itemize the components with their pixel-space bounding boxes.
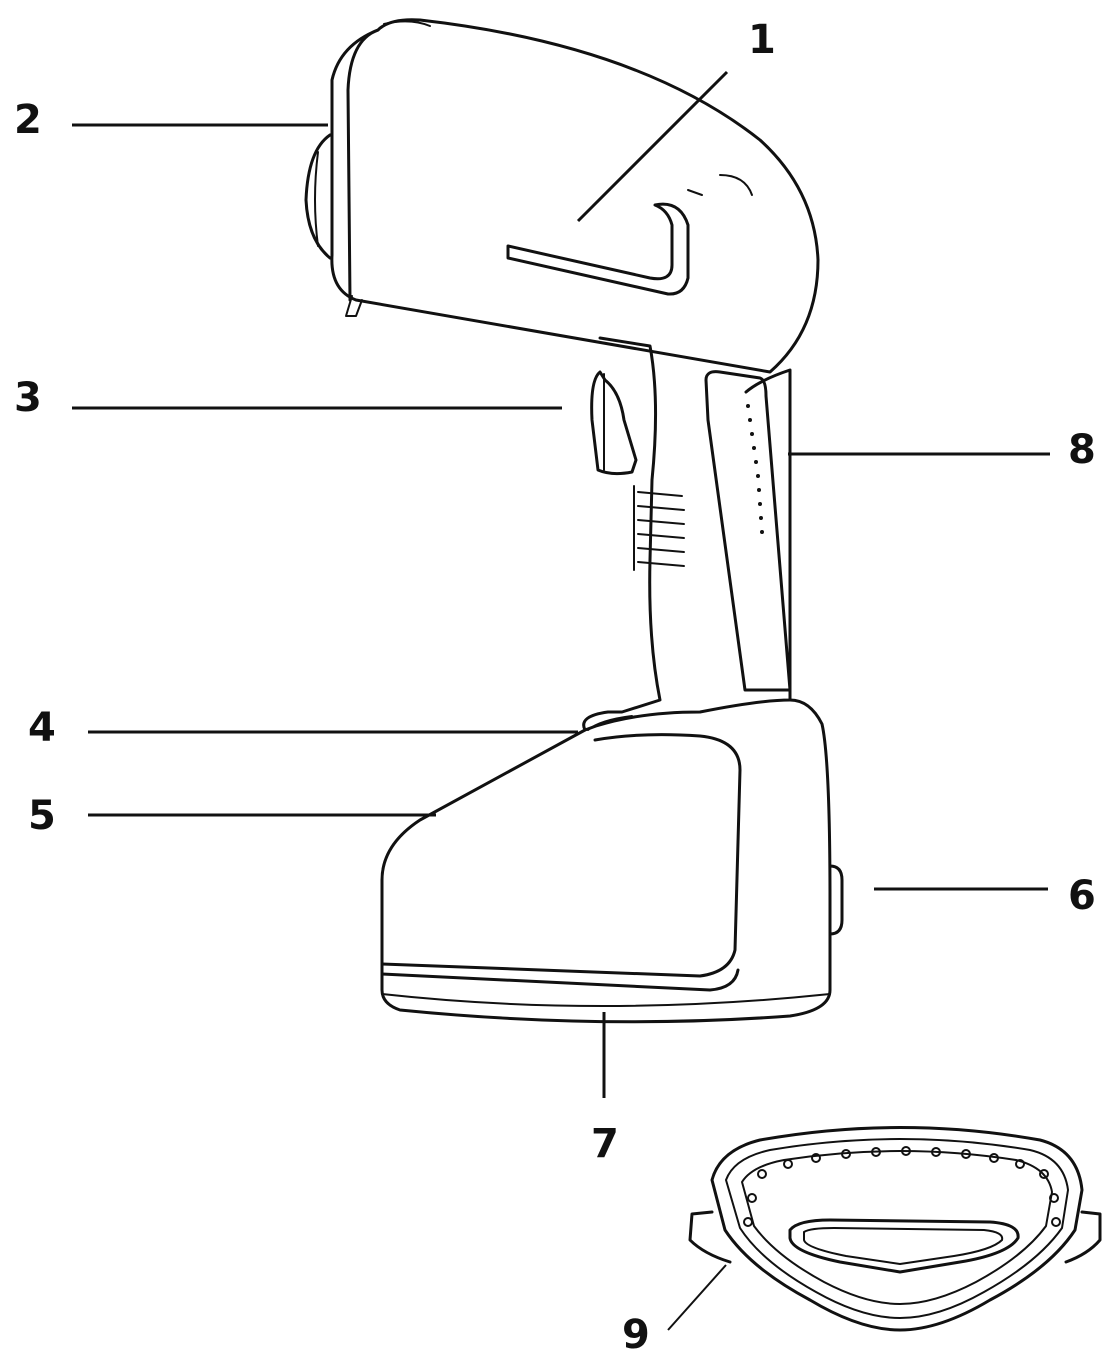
callout-label-7: 7	[591, 1121, 619, 1167]
callout-label-6: 6	[1068, 873, 1096, 919]
callout-label-1: 1	[748, 17, 776, 63]
callout-label-8: 8	[1068, 427, 1096, 473]
callout-label-9: 9	[622, 1312, 650, 1358]
callout-label-4: 4	[28, 705, 56, 751]
steam-window	[506, 174, 753, 296]
steamer-handle	[582, 336, 792, 732]
callout-label-3: 3	[14, 375, 42, 421]
steam-holes	[743, 1146, 1061, 1227]
callout-label-2: 2	[14, 97, 42, 143]
leader-line-9	[667, 1264, 727, 1331]
callout-label-5: 5	[28, 793, 56, 839]
steamer-head	[304, 18, 820, 374]
steamer-base	[380, 698, 844, 1024]
leader-lines	[72, 70, 1050, 1331]
steam-plate-attachment	[688, 1126, 1102, 1332]
leader-line-1	[576, 70, 729, 223]
indicator-dots	[746, 404, 764, 534]
